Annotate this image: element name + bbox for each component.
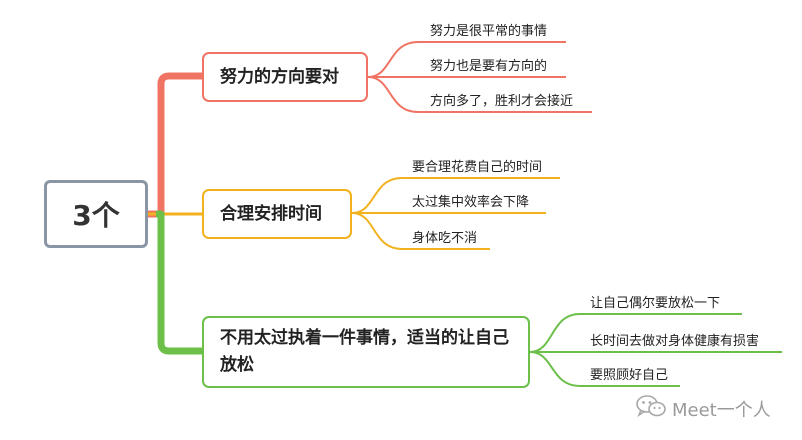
root-node[interactable]: 3个 xyxy=(44,180,148,248)
connector-leaf-3-1 xyxy=(529,313,742,353)
leaf-node[interactable]: 让自己偶尔要放松一下 xyxy=(590,296,721,311)
connector-leaf-3-3 xyxy=(529,351,680,387)
connector-root-branch1 xyxy=(148,72,202,218)
leaf-node[interactable]: 长时间去做对身体健康有损害 xyxy=(590,334,760,349)
branch-label: 不用太过执着一件事情，适当的让自己放松 xyxy=(220,328,509,375)
leaf-node[interactable]: 努力也是要有方向的 xyxy=(430,59,548,74)
root-label: 3个 xyxy=(72,199,120,232)
branch-node-direction[interactable]: 努力的方向要对 xyxy=(202,52,368,102)
branch-node-time[interactable]: 合理安排时间 xyxy=(202,189,352,239)
leaf-node[interactable]: 太过集中效率会下降 xyxy=(412,195,530,210)
branch-node-relax[interactable]: 不用太过执着一件事情，适当的让自己放松 xyxy=(202,316,530,388)
branch-label: 合理安排时间 xyxy=(220,203,322,224)
branch-label: 努力的方向要对 xyxy=(220,66,339,87)
leaf-node[interactable]: 方向多了，胜利才会接近 xyxy=(430,94,574,109)
wechat-icon xyxy=(636,394,666,423)
connector-leaf-1-3 xyxy=(367,76,592,113)
leaf-node[interactable]: 身体吃不消 xyxy=(412,231,478,246)
connector-leaf-2-1 xyxy=(351,177,560,214)
leaf-node[interactable]: 努力是很平常的事情 xyxy=(430,24,548,39)
watermark-text: Meet一个人 xyxy=(672,399,771,421)
connector-leaf-2-3 xyxy=(351,212,490,250)
leaf-node[interactable]: 要照顾好自己 xyxy=(590,368,669,383)
watermark: Meet一个人 xyxy=(636,394,771,423)
connector-root-branch3 xyxy=(156,210,202,355)
connector-leaf-1-1 xyxy=(367,41,566,78)
leaf-node[interactable]: 要合理花费自己的时间 xyxy=(412,160,543,175)
